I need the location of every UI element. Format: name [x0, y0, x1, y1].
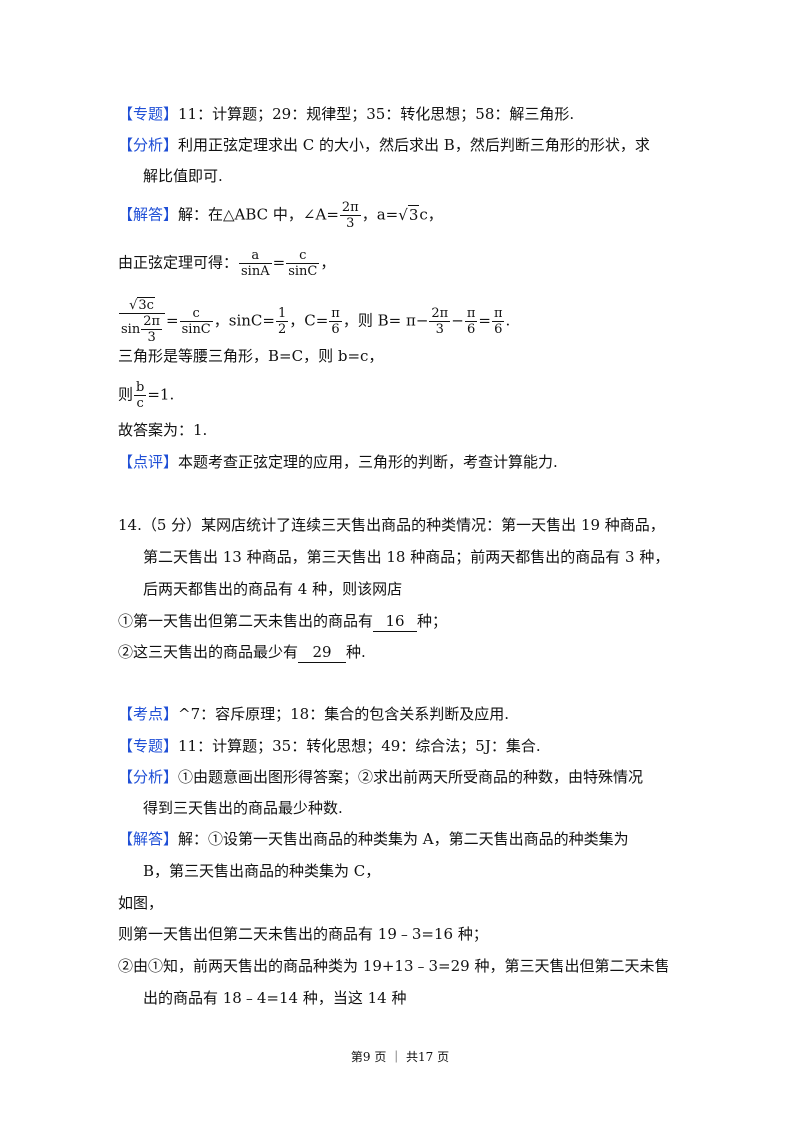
isosceles-line: 三角形是等腰三角形，B=C，则 b=c， — [118, 347, 384, 365]
analysis-text-cont: 解比值即可. — [143, 167, 223, 185]
analysis-tag: 【分析】 — [118, 136, 179, 154]
topic-text: 11：计算题；29：规律型；35：转化思想；58：解三角形. — [178, 105, 575, 123]
solution-prefix: 解：在△ABC 中，∠A= — [178, 205, 339, 224]
q14-topic-line: 【专题】11：计算题；35：转化思想；49：综合法；5J：集合. — [118, 737, 541, 755]
q14-stem-line-2: 第二天售出 13 种商品，第三天售出 18 种商品；前两天都售出的商品有 3 种… — [143, 548, 670, 566]
comment-tag: 【点评】 — [118, 453, 179, 471]
solution-tag: 【解答】 — [118, 205, 179, 224]
q14-solution-line: 【解答】解：①设第一天售出商品的种类集为 A，第二天售出商品的种类集为 — [118, 830, 629, 848]
knowledge-tag: 【考点】 — [118, 705, 179, 723]
topic-tag-2: 【专题】 — [118, 737, 179, 755]
q14-analysis-line-2: 得到三天售出的商品最少种数. — [143, 799, 343, 817]
prev-topic-line: 【专题】11：计算题；29：规律型；35：转化思想；58：解三角形. — [118, 104, 574, 124]
page-footer: 第9 页 ｜ 共17 页 — [0, 1048, 800, 1065]
q14-solution-step-2-cont: 出的商品有 18﹣4=14 种，当这 14 种 — [143, 989, 407, 1007]
q14-solution-step-2: ②由①知，前两天售出的商品种类为 19+13﹣3=29 种，第三天售出但第二天未… — [118, 957, 670, 975]
analysis-text: 利用正弦定理求出 C 的大小，然后求出 B，然后判断三角形的形状，求 — [178, 136, 650, 154]
sqrt-three: √3 — [398, 204, 420, 224]
q14-solution-line-2: B，第三天售出商品的种类集为 C， — [143, 862, 381, 880]
analysis-tag-2: 【分析】 — [118, 768, 179, 786]
q14-stem-line-3: 后两天都售出的商品有 4 种，则该网店 — [143, 580, 403, 598]
comment-line: 【点评】本题考查正弦定理的应用，三角形的判断，考查计算能力. — [118, 453, 558, 471]
solution-tag-2: 【解答】 — [118, 830, 179, 848]
q14-analysis-line: 【分析】①由题意画出图形得答案；②求出前两天所受商品的种数，由特殊情况 — [118, 768, 644, 786]
answer-line: 故答案为：1. — [118, 421, 208, 439]
q14-figure-ref: 如图， — [118, 894, 164, 912]
answer-blank-2: 29 — [298, 642, 347, 663]
prev-analysis-line: 【分析】利用正弦定理求出 C 的大小，然后求出 B，然后判断三角形的形状，求 — [118, 135, 650, 155]
q14-knowledge-line: 【考点】^7：容斥原理；18：集合的包含关系判断及应用. — [118, 705, 509, 723]
topic-tag: 【专题】 — [118, 105, 179, 123]
prev-analysis-line-2: 解比值即可. — [143, 166, 223, 186]
answer-blank-1: 16 — [373, 611, 418, 632]
q14-solution-step-1: 则第一天售出但第二天未售出的商品有 19﹣3=16 种； — [118, 925, 488, 943]
page-number: 第9 页 ｜ 共17 页 — [350, 1050, 450, 1064]
q14-stem-line-1: 14.（5 分）某网店统计了连续三天售出商品的种类情况：第一天售出 19 种商品… — [118, 516, 665, 534]
